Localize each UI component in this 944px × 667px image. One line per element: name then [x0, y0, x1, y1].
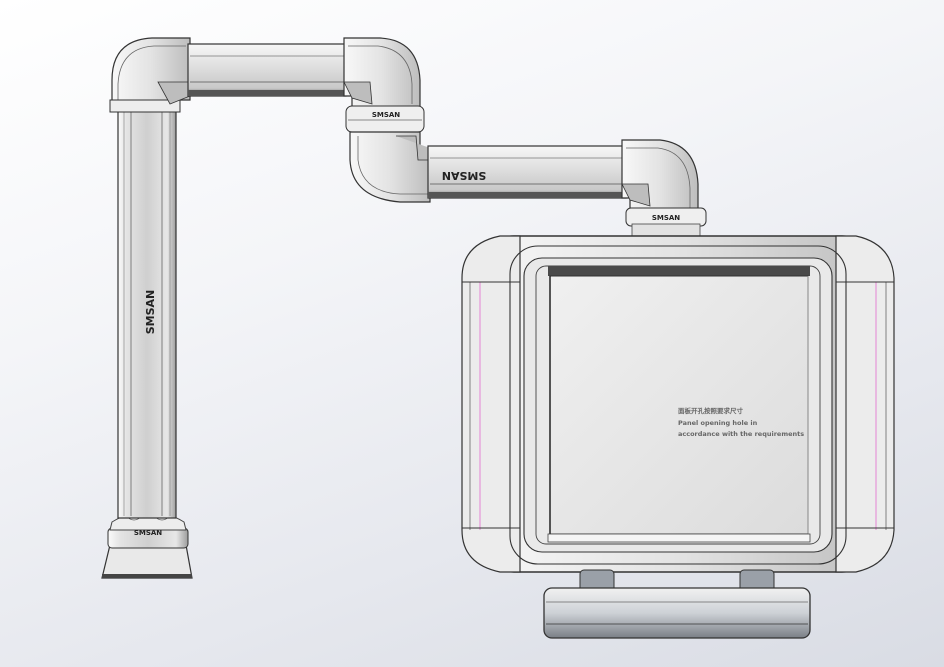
panel-drop-elbow: SMSAN	[621, 139, 707, 250]
joint-brand-label-lower: SMSAN	[652, 214, 680, 222]
second-horizontal-arm: SMSAN	[427, 145, 627, 199]
base-brand-label: SMSAN	[134, 529, 162, 537]
arm-brand-label: SMSAN	[442, 169, 487, 182]
top-horizontal-arm	[187, 43, 347, 97]
top-left-elbow	[109, 37, 191, 113]
middle-elbow	[349, 131, 431, 203]
panel-note-cn: 面板开孔按照要求尺寸	[678, 406, 744, 415]
vertical-column: SMSAN	[117, 107, 177, 519]
panel-note-en-1: Panel opening hole in	[678, 419, 758, 427]
panel-note-en-2: accordance with the requirements	[678, 430, 804, 438]
column-brand-label: SMSAN	[144, 290, 157, 335]
joint-brand-label-upper: SMSAN	[372, 111, 400, 119]
panel-enclosure: 面板开孔按照要求尺寸 Panel opening hole in accorda…	[461, 235, 895, 573]
bottom-handle	[543, 569, 811, 639]
top-right-elbow: SMSAN	[343, 37, 425, 133]
